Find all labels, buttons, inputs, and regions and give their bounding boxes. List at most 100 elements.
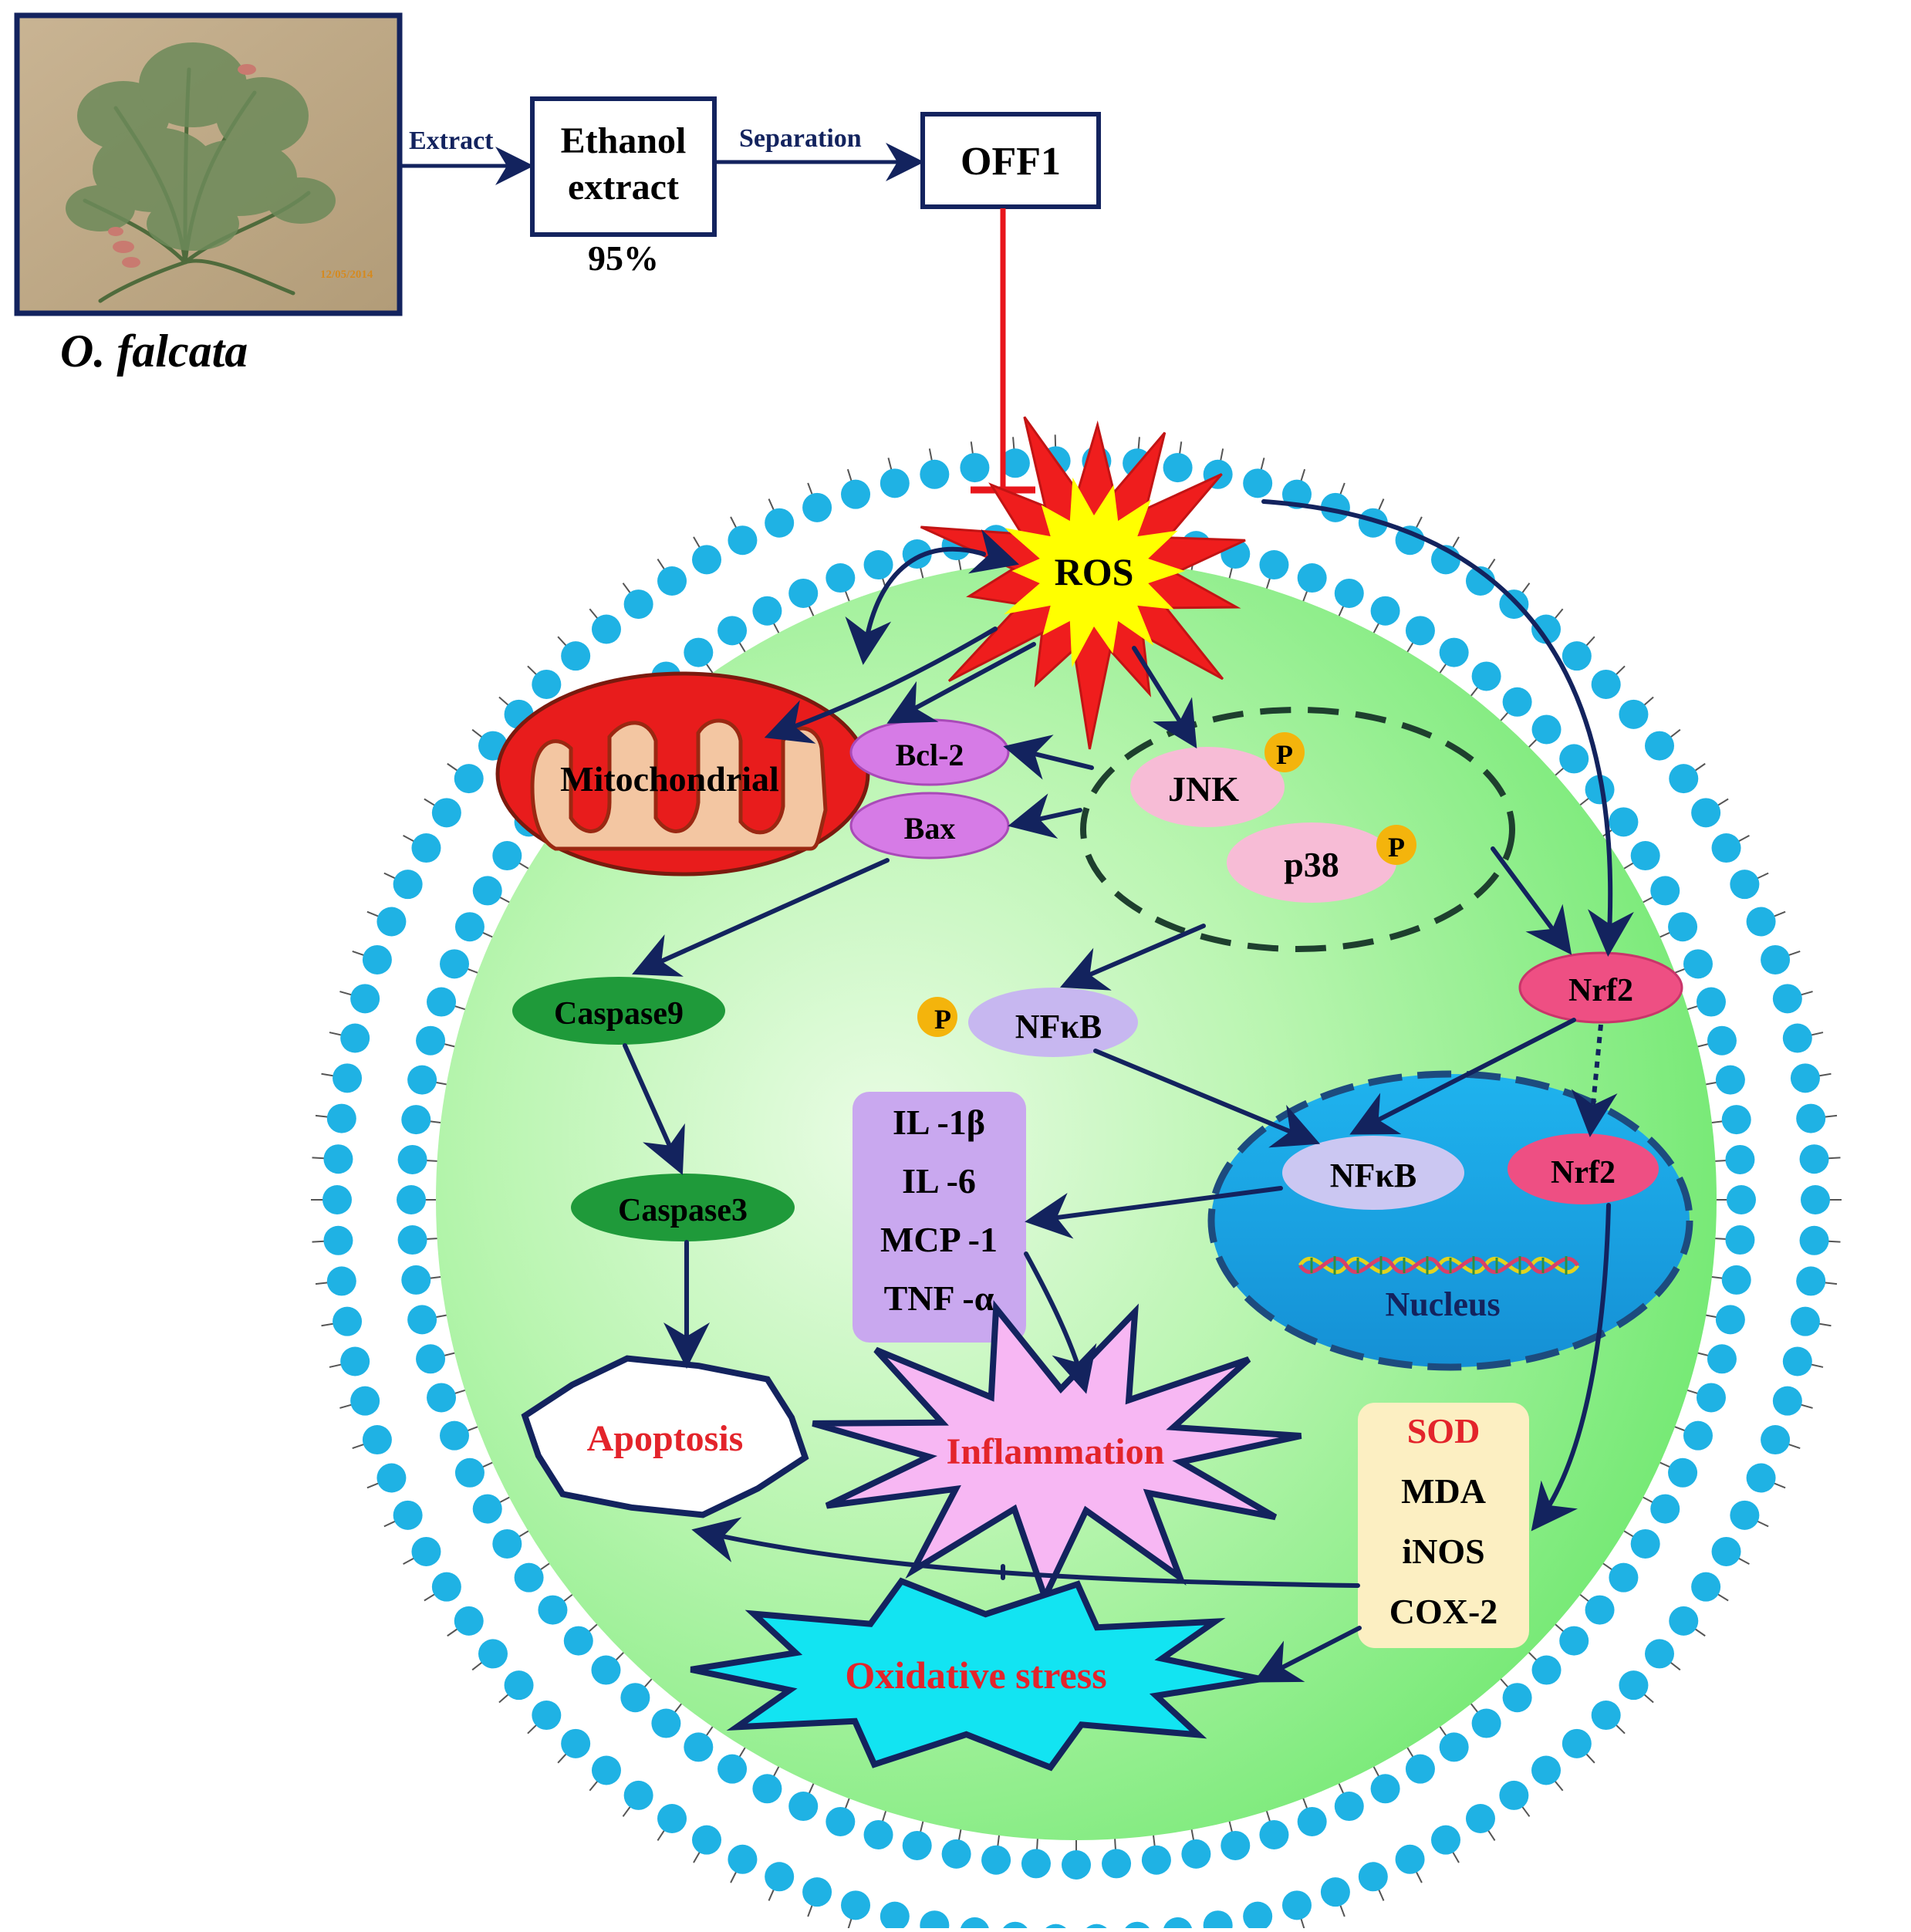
lipid-head — [1259, 1819, 1289, 1849]
off1-box — [920, 112, 1101, 209]
lipid-head — [1591, 1701, 1621, 1731]
lipid-head — [350, 984, 380, 1014]
cell-membrane — [311, 434, 1842, 1932]
lipid-head — [411, 1536, 441, 1566]
bcl2-label: Bcl-2 — [896, 738, 964, 772]
lipid-head — [1772, 1386, 1802, 1416]
lipid-head — [454, 1457, 485, 1488]
lipid-head — [416, 1344, 446, 1374]
lipid-head — [376, 907, 407, 937]
lipid-head — [1730, 1500, 1760, 1530]
lipid-head — [1471, 1708, 1501, 1738]
lipid-head — [1334, 578, 1364, 608]
cytokine-item: IL -6 — [902, 1161, 976, 1201]
lipid-head — [561, 1728, 591, 1758]
lipid-head — [1796, 1103, 1826, 1133]
lipid-head — [397, 1225, 427, 1255]
ethanol-extract-line2: extract — [568, 167, 679, 208]
mapk-bax-arrow — [1008, 793, 1082, 839]
bax-caspase9-arrow — [632, 858, 890, 977]
lipid-head — [1727, 1185, 1756, 1214]
lipid-head — [684, 1732, 714, 1762]
separation-label: Separation — [739, 124, 862, 153]
lipid-head — [1405, 1754, 1435, 1784]
lipid-head — [1000, 448, 1030, 478]
lipid-head — [717, 1754, 748, 1784]
lipid-head — [1439, 1732, 1469, 1762]
ros-burst: ROS — [920, 416, 1246, 750]
lipid-head — [1203, 1910, 1233, 1932]
lipid-head — [411, 833, 441, 863]
cytokine-item: IL -1β — [893, 1103, 985, 1142]
lipid-head — [1439, 637, 1469, 667]
species-label: O. falcata — [60, 326, 248, 377]
lipid-head — [941, 1839, 971, 1869]
lipid-head — [920, 459, 950, 489]
nrf2-markers-arrow — [1531, 1203, 1611, 1532]
lipid-head — [802, 492, 832, 522]
lipid-head — [397, 1185, 426, 1214]
nrf2-nucleus-node — [1508, 1133, 1659, 1204]
lipid-head — [1746, 907, 1776, 937]
lipid-head — [1711, 833, 1741, 863]
lipid-head — [1123, 1921, 1152, 1932]
markers-apoptosis-arrow — [691, 1517, 1360, 1588]
lipid-head — [1334, 1792, 1364, 1822]
lipid-head — [401, 1105, 431, 1135]
lipid-head — [1370, 1774, 1400, 1804]
lipid-head — [1502, 687, 1532, 717]
lipid-head — [538, 1595, 568, 1625]
lipid-head — [1559, 744, 1589, 774]
lipid-head — [1790, 1306, 1820, 1336]
lipid-head — [657, 1804, 687, 1834]
lipid-head — [340, 1346, 370, 1376]
plant-photo: 12/05/2014 — [14, 12, 403, 316]
lipid-head — [1471, 661, 1501, 691]
lipid-head — [1761, 944, 1791, 974]
lipid-head — [1585, 1595, 1615, 1625]
lipid-head — [1691, 1572, 1721, 1602]
lipid-head — [492, 841, 522, 871]
lipid-head — [788, 1792, 819, 1822]
nfkb-cytoplasm-node — [968, 988, 1138, 1057]
nucleus-label: Nucleus — [1385, 1285, 1500, 1323]
lipid-head — [1761, 1425, 1791, 1455]
lipid-head — [454, 764, 484, 794]
lipid-head — [376, 1463, 407, 1493]
ros-mito-arrow — [764, 627, 998, 744]
nfkb-cytoplasm-label: NFκB — [1015, 1008, 1102, 1045]
plant-foliage — [66, 42, 336, 251]
lipid-head — [1431, 1825, 1460, 1855]
nucleus: NFκB Nrf2 Nucleus — [1207, 1070, 1693, 1371]
p38-phospho-badge — [1376, 825, 1416, 865]
lipid-head — [1320, 1877, 1350, 1907]
cytokine-inflammation-arrow — [1024, 1251, 1097, 1394]
lipid-head — [431, 1572, 461, 1602]
marker-item: MDA — [1401, 1471, 1486, 1511]
extract-label: Extract — [409, 127, 494, 155]
lipid-head — [1531, 1655, 1562, 1685]
lipid-head — [1609, 807, 1639, 837]
lipid-head — [1499, 1780, 1529, 1810]
marker-item: SOD — [1407, 1411, 1481, 1451]
lipid-head — [1562, 641, 1592, 671]
lipid-head — [340, 1023, 370, 1053]
lipid-head — [620, 1683, 650, 1713]
ros-bcl2-arrow — [886, 642, 1036, 724]
lipid-head — [1683, 949, 1713, 979]
ethanol-extract-box — [530, 96, 717, 237]
lipid-head — [1630, 841, 1660, 871]
lipid-head — [1405, 616, 1435, 646]
lipid-head — [1163, 1917, 1193, 1932]
lipid-head — [1358, 508, 1388, 538]
cytokine-item: MCP -1 — [880, 1220, 998, 1259]
lipid-head — [1395, 525, 1425, 556]
lipid-head — [1585, 775, 1615, 805]
mitochondrion: Mitochondrial — [495, 671, 870, 876]
jnk-label: JNK — [1168, 769, 1239, 809]
lipid-head — [1669, 1606, 1699, 1636]
lipid-head — [960, 453, 990, 483]
